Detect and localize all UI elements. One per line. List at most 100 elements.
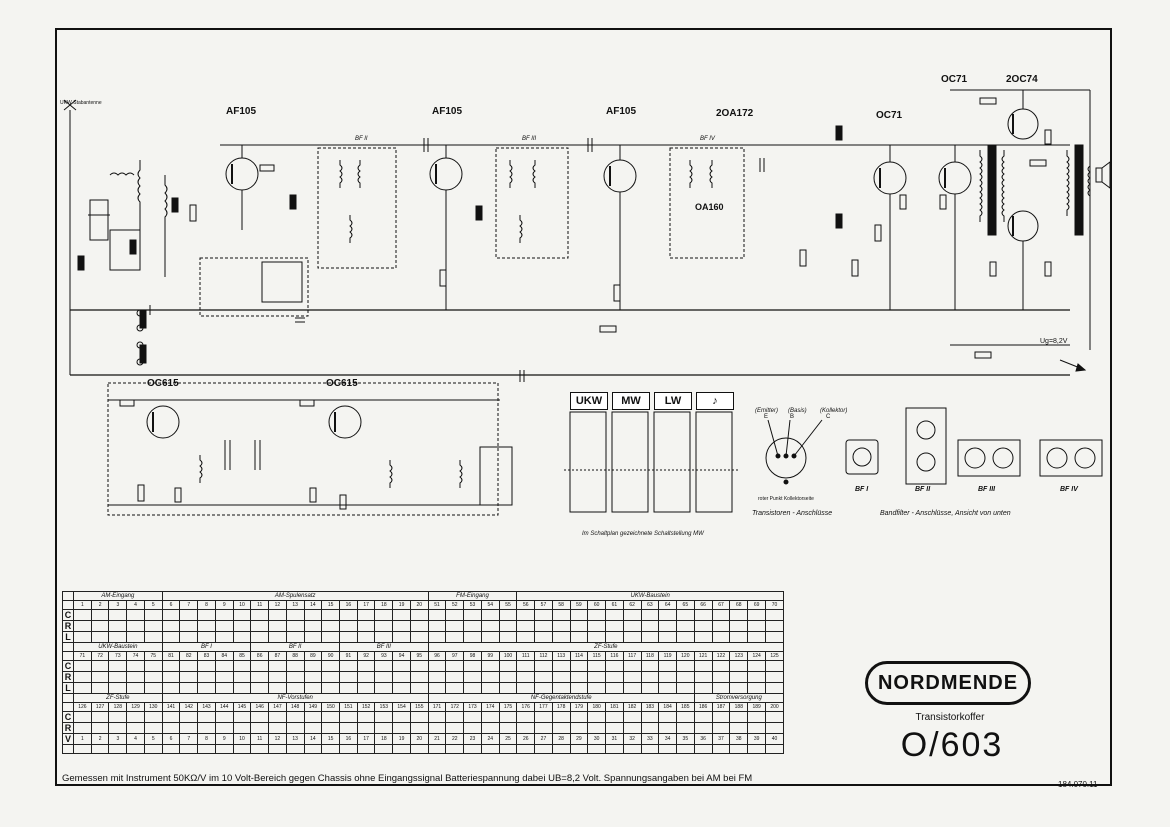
table-cell (675, 631, 695, 643)
table-cell (285, 711, 305, 723)
table-cell (675, 682, 695, 694)
table-cell (729, 620, 749, 632)
table-cell (622, 631, 642, 643)
table-cell (427, 609, 447, 621)
table-cell (498, 631, 518, 643)
table-cell (711, 744, 731, 754)
table-cell: 151 (339, 702, 358, 712)
table-cell (747, 682, 767, 694)
table-cell (392, 744, 411, 754)
table-cell (356, 609, 376, 621)
table-cell (143, 609, 163, 621)
table-cell (356, 744, 376, 754)
table-cell (73, 671, 92, 683)
table-cell (534, 609, 553, 621)
table-cell: 25 (498, 733, 518, 745)
table-cell (108, 711, 128, 723)
table-cell (569, 660, 589, 672)
table-cell (232, 722, 252, 734)
table-cell (463, 722, 482, 734)
table-cell: 153 (374, 702, 394, 712)
table-cell (374, 620, 394, 632)
table-section-header: BF I (161, 642, 252, 652)
transistor-label-t2: AF105 (432, 106, 463, 117)
table-cell: 174 (480, 702, 500, 712)
table-cell: 118 (640, 651, 660, 661)
table-cell (711, 620, 731, 632)
table-cell: 92 (356, 651, 376, 661)
table-section-header: BF II (250, 642, 341, 652)
table-cell (161, 620, 181, 632)
table-row: R (62, 671, 784, 683)
table-cell: 125 (765, 651, 784, 661)
table-cell: 95 (409, 651, 429, 661)
table-cell (605, 620, 624, 632)
table-cell (498, 609, 518, 621)
table-cell (445, 711, 465, 723)
table-cell (605, 744, 624, 754)
table-cell (161, 671, 181, 683)
table-cell (747, 744, 767, 754)
table-cell (303, 722, 323, 734)
table-cell: 24 (480, 733, 500, 745)
table-cell (516, 660, 536, 672)
table-cell: 88 (285, 651, 305, 661)
table-cell (569, 722, 589, 734)
table-section-header: UKW-Baustein (516, 591, 784, 601)
table-cell (285, 682, 305, 694)
table-cell (285, 744, 305, 754)
table-cell: 62 (622, 600, 642, 610)
table-cell (498, 722, 518, 734)
table-section-header: Stromversorgung (693, 693, 785, 703)
table-cell (747, 660, 767, 672)
table-cell (232, 682, 252, 694)
table-row: C (62, 609, 784, 621)
table-cell: 187 (711, 702, 731, 712)
table-cell (747, 609, 767, 621)
table-cell (747, 722, 767, 734)
table-cell (569, 671, 589, 683)
table-cell (693, 711, 713, 723)
table-cell (445, 671, 465, 683)
table-cell (108, 722, 128, 734)
table-cell (161, 631, 181, 643)
table-row-label: V (62, 733, 74, 745)
table-cell (569, 609, 589, 621)
table-cell (197, 722, 216, 734)
table-cell (250, 744, 270, 754)
table-cell: 96 (427, 651, 447, 661)
table-cell: 200 (765, 702, 784, 712)
table-cell (268, 744, 287, 754)
table-cell (675, 671, 695, 683)
table-cell (516, 671, 536, 683)
table-cell (463, 660, 482, 672)
table-cell (693, 671, 713, 683)
table-cell (480, 671, 500, 683)
table-cell (765, 711, 784, 723)
table-cell (480, 660, 500, 672)
table-cell: 84 (214, 651, 234, 661)
table-cell (161, 609, 181, 621)
transistor-label-outdrv: OC71 (941, 74, 968, 85)
table-cell: 36 (693, 733, 713, 745)
table-cell (214, 711, 234, 723)
table-cell (73, 609, 92, 621)
table-cell (339, 682, 358, 694)
table-cell (321, 744, 341, 754)
table-cell (551, 682, 571, 694)
table-row: R (62, 620, 784, 632)
table-cell (161, 722, 181, 734)
table-cell: 57 (534, 600, 553, 610)
table-cell (640, 711, 660, 723)
table-section-header: UKW-Baustein (73, 642, 163, 652)
table-cell (285, 631, 305, 643)
table-cell: 67 (711, 600, 731, 610)
table-cell (161, 660, 181, 672)
table-cell (90, 744, 110, 754)
table-cell (498, 682, 518, 694)
table-cell (445, 660, 465, 672)
table-cell: 176 (516, 702, 536, 712)
